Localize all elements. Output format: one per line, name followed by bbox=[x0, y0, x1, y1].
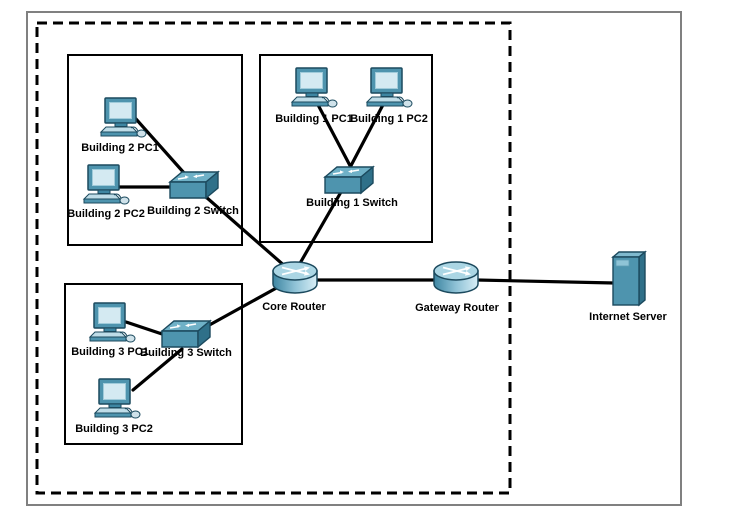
pc-icon bbox=[88, 302, 136, 343]
building-2-group-box bbox=[67, 54, 243, 246]
pc-icon bbox=[82, 164, 130, 205]
campus-boundary bbox=[35, 21, 512, 495]
link-building-3-pc2-building-3-switch[interactable] bbox=[131, 347, 184, 392]
router-icon bbox=[433, 261, 479, 294]
link-building-2-switch-core-router[interactable] bbox=[204, 195, 289, 270]
internet-server-label: Internet Server bbox=[589, 311, 667, 323]
router-icon bbox=[272, 261, 318, 294]
link-gateway-router-internet-server[interactable] bbox=[475, 278, 616, 285]
server-icon bbox=[611, 250, 647, 307]
building-2-pc1[interactable] bbox=[99, 97, 147, 138]
building-3-pc2[interactable] bbox=[93, 378, 141, 419]
switch-icon bbox=[168, 170, 220, 200]
link-building-3-pc1-building-3-switch[interactable] bbox=[124, 320, 170, 338]
gateway-router[interactable] bbox=[433, 261, 479, 294]
building-3-switch[interactable] bbox=[160, 319, 212, 349]
building-2-pc1-label: Building 2 PC1 bbox=[81, 142, 159, 154]
workspace-border bbox=[26, 11, 682, 506]
building-1-switch-label: Building 1 Switch bbox=[306, 197, 398, 209]
building-3-pc2-label: Building 3 PC2 bbox=[75, 423, 153, 435]
building-3-pc1[interactable] bbox=[88, 302, 136, 343]
building-1-pc2[interactable] bbox=[365, 67, 413, 108]
pc-icon bbox=[290, 67, 338, 108]
building-3-switch-label: Building 3 Switch bbox=[140, 347, 232, 359]
building-1-pc2-label: Building 1 PC2 bbox=[350, 113, 428, 125]
building-3-group-box bbox=[64, 283, 243, 445]
building-1-pc1[interactable] bbox=[290, 67, 338, 108]
core-router[interactable] bbox=[272, 261, 318, 294]
building-1-switch[interactable] bbox=[323, 165, 375, 195]
link-building-1-pc2-building-1-switch[interactable] bbox=[343, 99, 387, 179]
internet-server[interactable] bbox=[611, 250, 647, 307]
switch-icon bbox=[160, 319, 212, 349]
building-3-pc1-label: Building 3 PC1 bbox=[71, 346, 149, 358]
link-building-3-switch-core-router[interactable] bbox=[202, 284, 282, 330]
pc-icon bbox=[93, 378, 141, 419]
building-2-pc2-label: Building 2 PC2 bbox=[67, 208, 145, 220]
building-1-group-box bbox=[259, 54, 433, 243]
switch-icon bbox=[323, 165, 375, 195]
link-building-1-pc1-building-1-switch[interactable] bbox=[314, 99, 358, 179]
pc-icon bbox=[365, 67, 413, 108]
core-router-label: Core Router bbox=[262, 301, 326, 313]
pc-icon bbox=[99, 97, 147, 138]
link-building-1-switch-core-router[interactable] bbox=[297, 190, 343, 267]
building-1-pc1-label: Building 1 PC1 bbox=[275, 113, 353, 125]
gateway-router-label: Gateway Router bbox=[415, 302, 499, 314]
building-2-pc2[interactable] bbox=[82, 164, 130, 205]
building-2-switch[interactable] bbox=[168, 170, 220, 200]
